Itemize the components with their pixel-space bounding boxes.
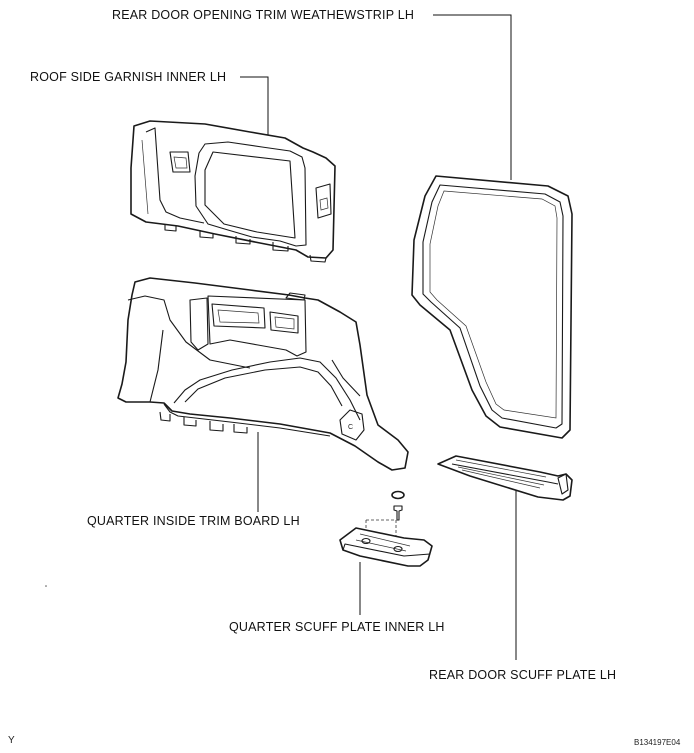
label-rear-door-scuff-plate: REAR DOOR SCUFF PLATE LH bbox=[429, 668, 617, 682]
figure-code: B134197E04 bbox=[634, 738, 681, 747]
label-roof-side-garnish: ROOF SIDE GARNISH INNER LH bbox=[30, 70, 227, 84]
rear-door-scuff-plate-part bbox=[437, 455, 573, 501]
side-marker: Y bbox=[8, 735, 15, 746]
quarter-inside-trim-part: C bbox=[117, 277, 409, 471]
speck bbox=[45, 585, 47, 587]
cap-fastener bbox=[391, 490, 405, 500]
label-quarter-inside-trim: QUARTER INSIDE TRIM BOARD LH bbox=[87, 514, 300, 528]
leader-lines bbox=[240, 14, 517, 660]
weatherstrip-part bbox=[411, 175, 573, 439]
leader-roof-side-garnish bbox=[240, 76, 269, 140]
quarter-scuff-plate-part bbox=[339, 490, 433, 567]
screw-fastener bbox=[393, 505, 403, 521]
leader-rear-door-opening-trim bbox=[433, 14, 512, 180]
label-quarter-scuff-plate: QUARTER SCUFF PLATE INNER LH bbox=[229, 620, 445, 634]
label-rear-door-opening-trim: REAR DOOR OPENING TRIM WEATHEWSTRIP LH bbox=[112, 8, 415, 22]
roof-side-garnish-part bbox=[130, 120, 336, 263]
part-mark-c: C bbox=[348, 424, 353, 431]
